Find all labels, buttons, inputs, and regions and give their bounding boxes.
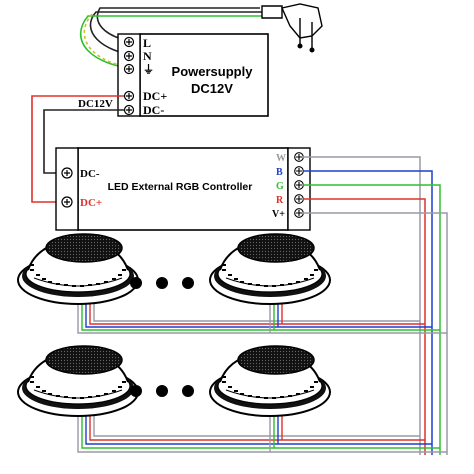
power-plug-icon xyxy=(261,3,323,53)
dc12v-output-label: DC12V xyxy=(78,98,113,110)
pool-light-icon xyxy=(209,233,331,305)
row2-bus-wires xyxy=(77,412,447,453)
pool-light-icon xyxy=(17,233,139,305)
controller-body xyxy=(77,147,289,231)
pool-light-icon xyxy=(17,345,139,417)
terminal-l-label: L xyxy=(143,36,151,50)
controller-title: LED External RGB Controller xyxy=(108,181,253,193)
output-r-label: R xyxy=(276,195,284,206)
power-supply-title-line1: Powersupply xyxy=(172,64,254,79)
terminal-dc-plus-label: DC+ xyxy=(143,89,167,103)
rgb-controller: DC- DC+ LED External RGB Controller W B … xyxy=(55,147,311,231)
output-wires xyxy=(303,156,448,455)
ellipsis-dot-icon xyxy=(130,277,194,289)
output-b-label: B xyxy=(276,167,283,178)
screw-terminal-icon xyxy=(61,167,73,208)
power-supply-body xyxy=(139,33,269,117)
output-vplus-label: V+ xyxy=(272,209,285,220)
row1-bus-wires xyxy=(77,300,447,334)
pool-light-icon xyxy=(209,345,331,417)
controller-dc-minus-label: DC- xyxy=(80,168,100,180)
terminal-ground-label: ⏚ xyxy=(143,63,154,76)
terminal-n-label: N xyxy=(143,49,152,63)
controller-dc-plus-label: DC+ xyxy=(80,197,102,209)
ellipsis-dot-icon xyxy=(130,385,194,397)
output-g-label: G xyxy=(276,181,284,192)
power-supply-title-line2: DC12V xyxy=(191,81,233,96)
power-supply: L N ⏚ DC+ DC- Powersupply DC12V xyxy=(117,33,269,117)
output-w-label: W xyxy=(276,153,286,164)
terminal-dc-minus-label: DC- xyxy=(143,103,164,117)
controller-input-terminal-block xyxy=(55,147,79,231)
dc-supply-wires xyxy=(31,95,124,203)
screw-terminal-icon xyxy=(123,36,135,116)
